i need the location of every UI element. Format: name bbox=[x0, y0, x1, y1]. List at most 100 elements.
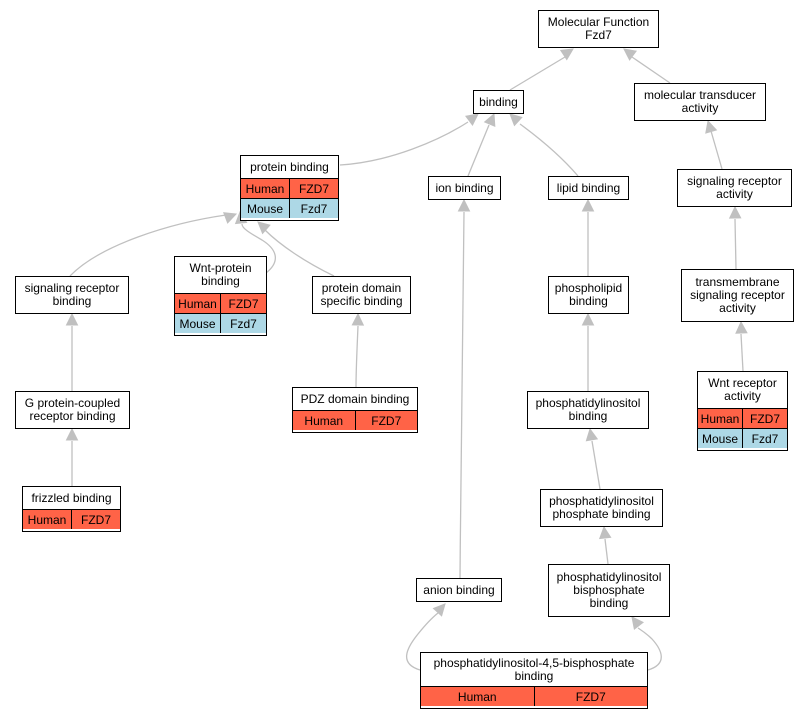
edge-arrowhead bbox=[509, 113, 523, 127]
node-binding[interactable]: binding bbox=[473, 90, 524, 114]
edge-line bbox=[241, 223, 276, 274]
node-mf[interactable]: Molecular Function Fzd7 bbox=[538, 10, 659, 48]
node-gpcr[interactable]: G protein-coupled receptor binding bbox=[15, 391, 130, 429]
edge-line bbox=[591, 440, 601, 490]
gene-cell: FZD7 bbox=[289, 179, 338, 198]
species-cell: Human bbox=[457, 689, 497, 704]
node-label: phosphatidylinositol binding bbox=[535, 396, 641, 423]
node-pdsb[interactable]: protein domain specific binding bbox=[312, 276, 411, 314]
edge-line bbox=[519, 123, 579, 177]
gene-cell: FZD7 bbox=[220, 294, 266, 313]
node-label: phospholipid binding bbox=[554, 281, 623, 308]
node-label: phosphatidylinositol phosphate binding bbox=[549, 494, 654, 521]
species-cell: Mouse bbox=[246, 201, 284, 216]
node-label: ion binding bbox=[435, 180, 494, 195]
edge-line bbox=[264, 229, 335, 277]
edge-arrowhead bbox=[735, 320, 748, 334]
edge-arrowhead bbox=[631, 616, 645, 630]
species-cell: Human bbox=[178, 296, 217, 311]
node-label: G protein-coupled receptor binding bbox=[24, 396, 121, 423]
node-pipb[interactable]: phosphatidylinositol phosphate binding bbox=[540, 489, 663, 527]
edge-arrowhead bbox=[223, 212, 238, 224]
node-label: molecular transducer activity bbox=[643, 88, 757, 115]
edge-line bbox=[637, 627, 662, 671]
edge-arrowhead bbox=[483, 112, 496, 128]
node-tsra[interactable]: transmembrane signaling receptor activit… bbox=[681, 269, 794, 322]
annotation-row: Mouse Fzd7 bbox=[241, 198, 338, 218]
edge-line bbox=[710, 130, 723, 170]
species-cell: Mouse bbox=[701, 431, 739, 446]
annotation-row: Human FZD7 bbox=[421, 686, 647, 706]
node-label: transmembrane signaling receptor activit… bbox=[690, 275, 785, 315]
node-label: Wnt-protein binding bbox=[189, 261, 252, 288]
edge-arrowhead bbox=[581, 312, 595, 326]
gene-cell: FZD7 bbox=[742, 409, 787, 428]
species-cell: Human bbox=[304, 413, 344, 428]
node-pibpb[interactable]: phosphatidylinositol bisphosphate bindin… bbox=[548, 564, 670, 617]
node-lipid-binding[interactable]: lipid binding bbox=[548, 176, 629, 200]
edge-line bbox=[740, 333, 744, 372]
edge-arrowhead bbox=[432, 603, 446, 617]
edge-line bbox=[604, 538, 609, 565]
node-label: Wnt receptor activity bbox=[708, 376, 777, 403]
node-label: frizzled binding bbox=[31, 490, 112, 505]
gene-cell: Fzd7 bbox=[289, 199, 338, 218]
edge-arrowhead bbox=[65, 427, 79, 441]
node-label: signaling receptor activity bbox=[687, 174, 782, 201]
node-mta[interactable]: molecular transducer activity bbox=[634, 83, 766, 121]
annotation-row: Human FZD7 bbox=[23, 509, 120, 529]
edge-arrowhead bbox=[559, 48, 574, 61]
edge-line bbox=[509, 56, 566, 91]
node-ion-binding[interactable]: ion binding bbox=[428, 176, 501, 200]
node-phospholipid[interactable]: phospholipid binding bbox=[548, 276, 629, 314]
edge-arrowhead bbox=[581, 198, 595, 212]
node-pip2[interactable]: phosphatidylinositol-4,5-bisphosphate bi… bbox=[420, 652, 648, 709]
edge-arrowhead bbox=[598, 525, 612, 540]
node-label: PDZ domain binding bbox=[300, 391, 410, 406]
edge-arrowhead bbox=[465, 113, 479, 126]
edge-arrowhead bbox=[623, 48, 637, 61]
node-label: signaling receptor binding bbox=[24, 281, 120, 308]
edge-line bbox=[734, 218, 737, 270]
node-label: binding bbox=[479, 94, 518, 109]
edge-arrowhead bbox=[585, 427, 599, 442]
edge-arrowhead bbox=[728, 205, 742, 219]
edge-line bbox=[459, 211, 465, 579]
edge-arrowhead bbox=[705, 119, 718, 134]
node-sra[interactable]: signaling receptor activity bbox=[677, 169, 792, 207]
edge-arrowhead bbox=[65, 312, 79, 326]
species-cell: Human bbox=[27, 512, 67, 527]
edge-line bbox=[339, 121, 469, 166]
node-label: lipid binding bbox=[556, 180, 621, 195]
gene-cell: FZD7 bbox=[354, 411, 418, 430]
node-anion[interactable]: anion binding bbox=[416, 578, 502, 602]
node-srb[interactable]: signaling receptor binding bbox=[15, 276, 129, 314]
node-pib[interactable]: phosphatidylinositol binding bbox=[527, 391, 649, 429]
gene-cell: Fzd7 bbox=[742, 429, 787, 448]
edge-line bbox=[355, 325, 359, 388]
edge-line bbox=[69, 214, 227, 277]
edge-line bbox=[631, 56, 671, 84]
edge-line bbox=[405, 612, 439, 671]
node-label: Molecular Function Fzd7 bbox=[547, 15, 650, 42]
node-label: phosphatidylinositol bisphosphate bindin… bbox=[556, 570, 662, 610]
species-cell: Human bbox=[700, 411, 740, 426]
node-label: anion binding bbox=[423, 582, 495, 597]
gene-cell: FZD7 bbox=[533, 687, 648, 706]
edge-arrowhead bbox=[351, 312, 365, 326]
node-label: protein binding bbox=[250, 159, 329, 174]
edge-arrowhead bbox=[257, 221, 271, 235]
annotation-row: Human FZD7 bbox=[293, 410, 417, 430]
gene-cell: Fzd7 bbox=[220, 314, 266, 333]
gene-cell: FZD7 bbox=[71, 510, 120, 529]
